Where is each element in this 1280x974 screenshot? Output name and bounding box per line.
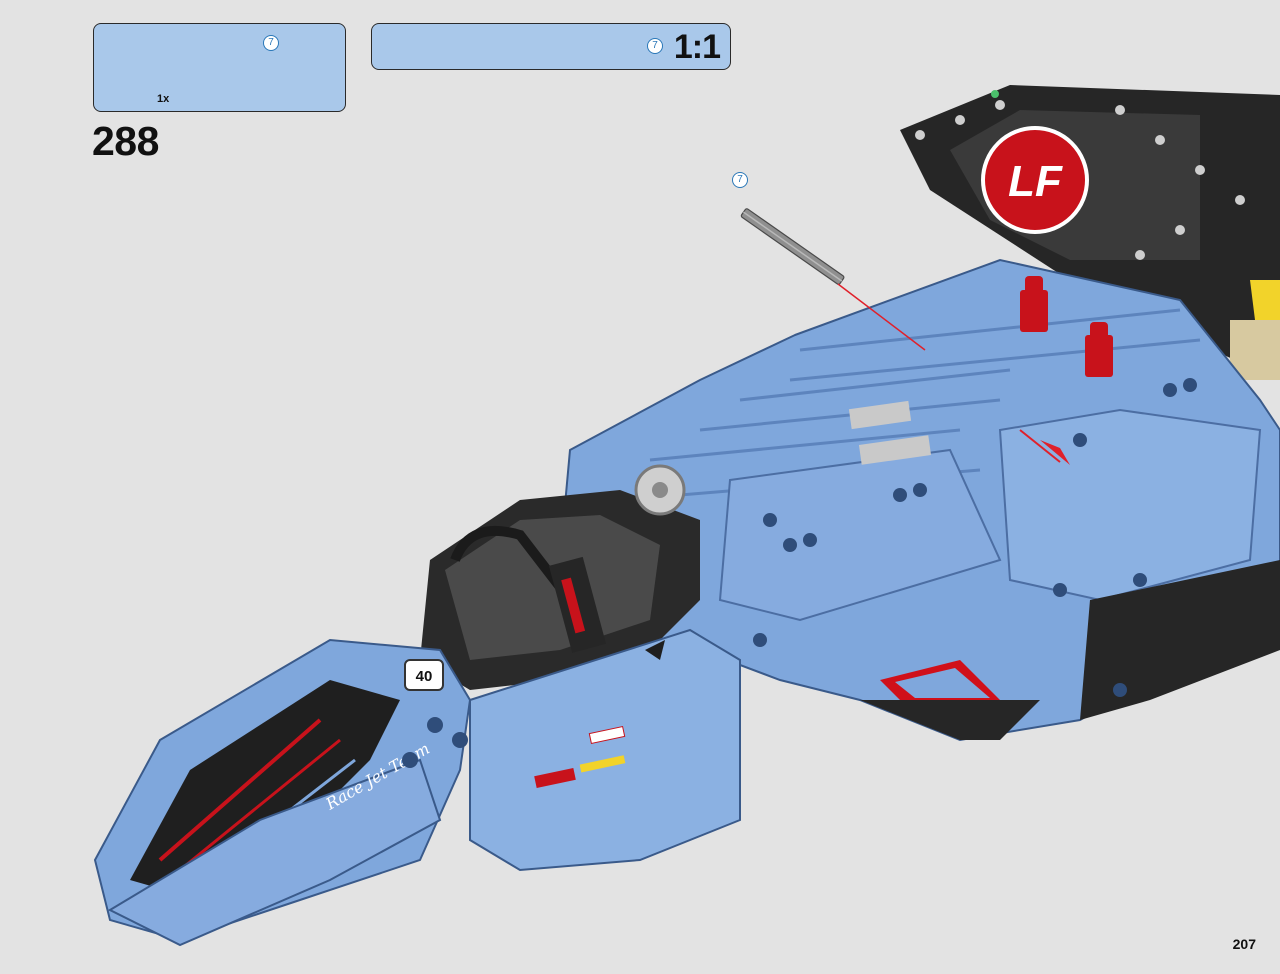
cockpit-number-decal: 40 [416,668,433,685]
tail-logo: LF [1008,157,1063,206]
step-number: 288 [92,118,159,164]
part-quantity: 1x [157,93,170,105]
page-number: 207 [1232,936,1256,952]
axle-callout-badge: 7 [732,172,748,188]
parts-list-box: 7 1x [93,23,346,112]
axle-length-badge: 7 [263,35,279,51]
nose-cone: Race Jet Team 40 [93,638,472,947]
fuselage [558,258,1280,742]
axle-callout [740,208,926,351]
scale-indicator-box: 7 1:1 [371,23,731,70]
scale-ratio: 1:1 [673,28,721,66]
side-panel [469,628,741,872]
cockpit [420,464,700,690]
scale-length-badge: 7 [647,38,663,54]
guide-line [837,283,926,351]
